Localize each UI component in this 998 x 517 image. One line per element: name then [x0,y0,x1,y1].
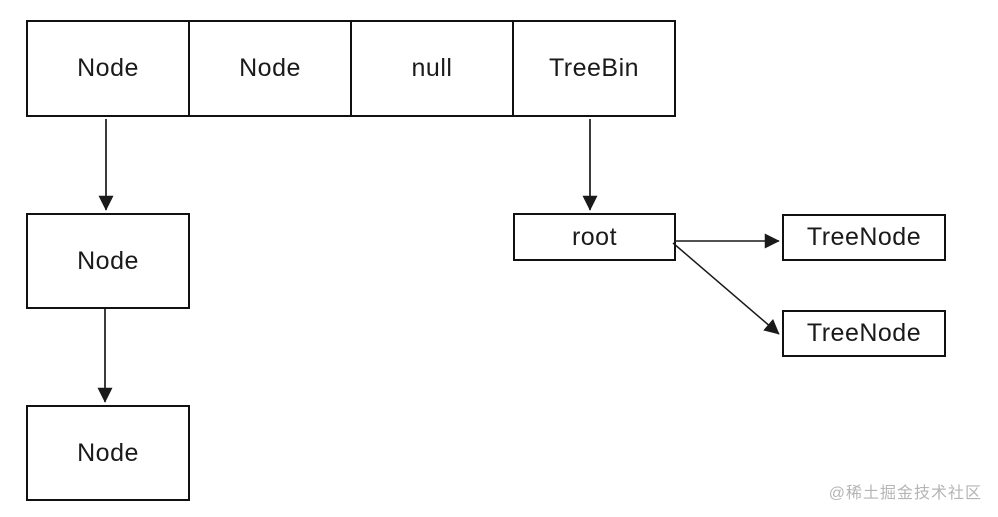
bucket-cell-node-1: Node [188,22,350,115]
bucket-cell-node-0: Node [28,22,188,115]
treenode-box-2: TreeNode [782,310,946,357]
bucket-array-row: Node Node null TreeBin [26,20,676,117]
arrow-root-to-treenode2-icon [672,242,780,335]
bucket-cell-label: Node [77,54,139,82]
treenode-box-1: TreeNode [782,214,946,261]
bucket-cell-label: null [411,54,453,82]
node-label: Node [77,438,139,467]
bucket-cell-label: Node [239,54,301,82]
tree-root-box: root [513,213,676,261]
treenode-label: TreeNode [806,223,922,251]
bucket-cell-null: null [350,22,512,115]
node-label: Node [77,246,139,275]
bucket-cell-label: TreeBin [548,54,640,82]
linked-list-node-box-1: Node [26,213,190,309]
root-label: root [571,222,618,251]
treenode-label: TreeNode [806,319,922,347]
watermark-text: @稀土掘金技术社区 [828,485,982,502]
bucket-cell-treebin: TreeBin [512,22,674,115]
linked-list-node-box-2: Node [26,405,190,501]
